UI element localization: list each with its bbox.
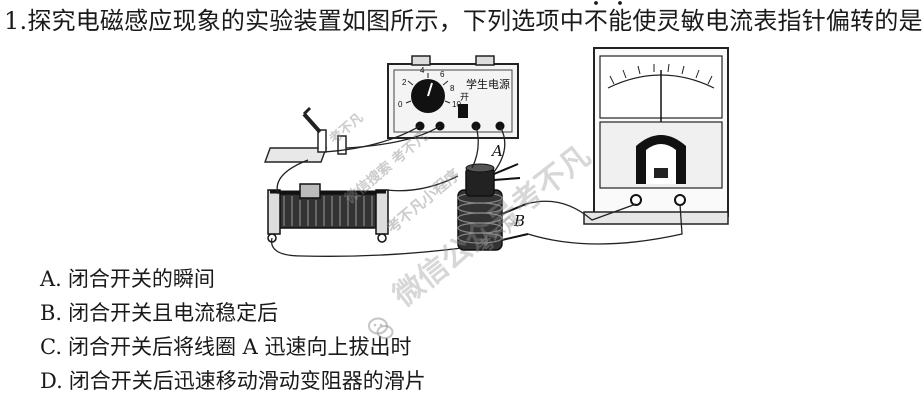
dial-number: 4 bbox=[420, 66, 425, 75]
option-text: 闭合开关的瞬间 bbox=[67, 267, 215, 291]
terminal-icon bbox=[674, 194, 686, 206]
question-stem: 1.探究电磁感应现象的实验装置如图所示，下列选项中不能使灵敏电流表指针偏转的是 bbox=[4, 1, 923, 36]
question-text-before: 探究电磁感应现象的实验装置如图所示，下列选项中 bbox=[27, 7, 584, 35]
terminal-icon bbox=[630, 194, 642, 206]
option-letter: D. bbox=[40, 369, 63, 393]
coil-b-label: B bbox=[513, 212, 525, 230]
wires bbox=[270, 125, 683, 257]
option-d[interactable]: D.闭合开关后迅速移动滑动变阻器的滑片 bbox=[40, 364, 640, 398]
knife-switch bbox=[264, 106, 347, 163]
power-supply-label: 学生电源 bbox=[466, 77, 510, 91]
power-switch-icon bbox=[458, 104, 468, 118]
question-number: 1. bbox=[4, 7, 28, 35]
question-emphasis: 不能 bbox=[583, 1, 633, 35]
option-b[interactable]: B.闭合开关且电流稳定后 bbox=[40, 296, 640, 330]
dial-number: 8 bbox=[450, 84, 455, 93]
option-a[interactable]: A.闭合开关的瞬间 bbox=[40, 262, 640, 296]
option-text: 闭合开关后将线圈 A 迅速向上拔出时 bbox=[68, 335, 412, 359]
power-supply: 0 2 4 6 8 10 学生电源 开 bbox=[387, 55, 519, 139]
galvanometer bbox=[583, 47, 729, 225]
rheostat bbox=[267, 183, 389, 243]
dial-number: 0 bbox=[398, 100, 403, 109]
option-c[interactable]: C.闭合开关后将线圈 A 迅速向上拔出时 bbox=[40, 330, 640, 364]
dial-number: 6 bbox=[440, 70, 445, 79]
option-letter: A. bbox=[40, 267, 62, 291]
question-text-after: 使灵敏电流表指针偏转的是 bbox=[632, 7, 923, 35]
dial-number: 2 bbox=[402, 78, 407, 87]
dial-number: 10 bbox=[452, 100, 461, 109]
option-letter: C. bbox=[40, 335, 62, 359]
option-text: 闭合开关且电流稳定后 bbox=[68, 301, 279, 325]
option-letter: B. bbox=[40, 301, 63, 325]
experiment-figure: 0 2 4 6 8 10 学生电源 开 bbox=[264, 47, 729, 257]
answer-options: A.闭合开关的瞬间 B.闭合开关且电流稳定后 C.闭合开关后将线圈 A 迅速向上… bbox=[40, 262, 640, 398]
option-text: 闭合开关后迅速移动滑动变阻器的滑片 bbox=[68, 369, 426, 393]
coil-a-label: A bbox=[490, 142, 503, 160]
switch-label: 开 bbox=[460, 92, 469, 103]
coil-assembly: A B bbox=[457, 142, 529, 251]
figure-watermark-text: 考不凡小程序 bbox=[383, 165, 464, 237]
